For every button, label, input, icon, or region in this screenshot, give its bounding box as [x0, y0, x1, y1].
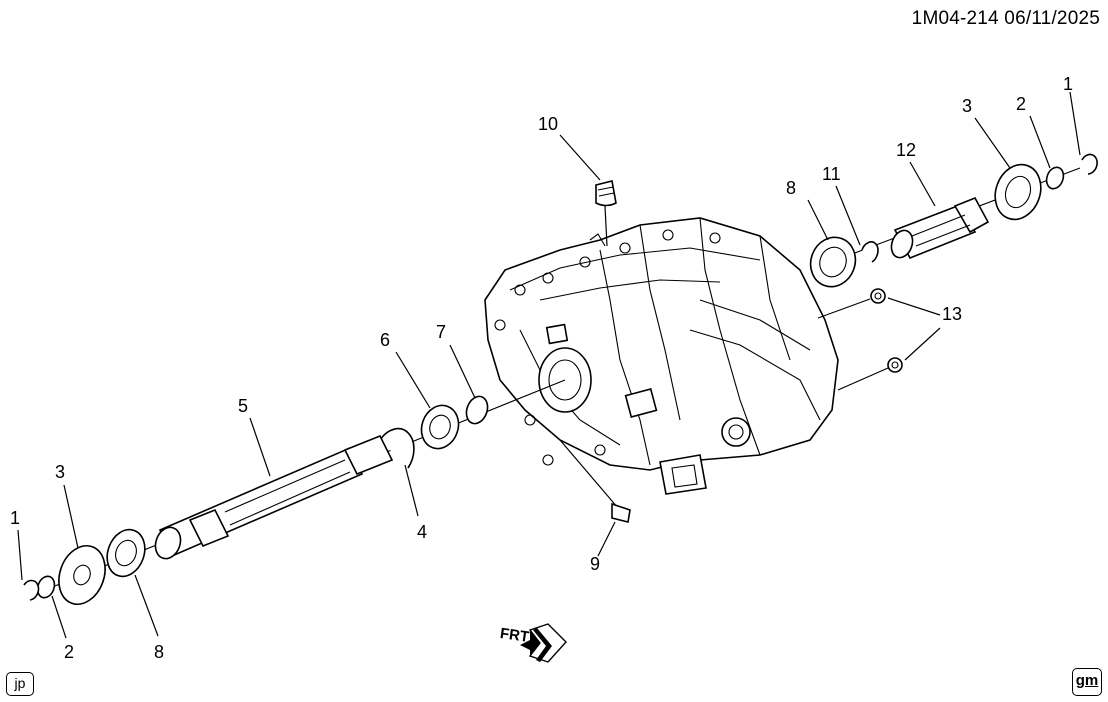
callout-10: 10: [538, 114, 558, 134]
gm-logo: gm: [1072, 668, 1102, 696]
callout-2-right: 2: [1016, 94, 1026, 114]
callout-9: 9: [590, 554, 600, 574]
callout-13: 13: [942, 304, 962, 324]
callout-5: 5: [238, 396, 248, 416]
callout-11: 11: [822, 164, 841, 184]
callout-12: 12: [896, 140, 916, 160]
callout-8-right: 8: [786, 178, 796, 198]
left-shaft-assembly: [17, 344, 566, 639]
document-id-date: 1M04-214 06/11/2025: [911, 8, 1100, 29]
part-9-sensor: [559, 439, 631, 557]
callout-8-left: 8: [154, 642, 164, 662]
part-13-plugs: [817, 288, 941, 391]
callout-7: 7: [436, 322, 446, 342]
right-shaft-assembly: [807, 91, 1098, 288]
author-initials-badge: jp: [6, 672, 34, 696]
part-10-vent-cap: [559, 134, 617, 247]
callout-labels: 1 2 3 12 11 8 10 13 7 6 5 4 9 3 1 2 8: [10, 74, 1073, 662]
transmission-housing: [484, 217, 839, 495]
callout-2-left: 2: [64, 642, 74, 662]
callout-3-left: 3: [55, 462, 65, 482]
front-direction-arrow-icon: FRT: [499, 623, 567, 663]
callout-4: 4: [417, 522, 427, 542]
callout-1-left: 1: [10, 508, 20, 528]
frt-label: FRT: [499, 625, 530, 646]
callout-3-right: 3: [962, 96, 972, 116]
callout-6: 6: [380, 330, 390, 350]
callout-1-right: 1: [1063, 74, 1073, 94]
